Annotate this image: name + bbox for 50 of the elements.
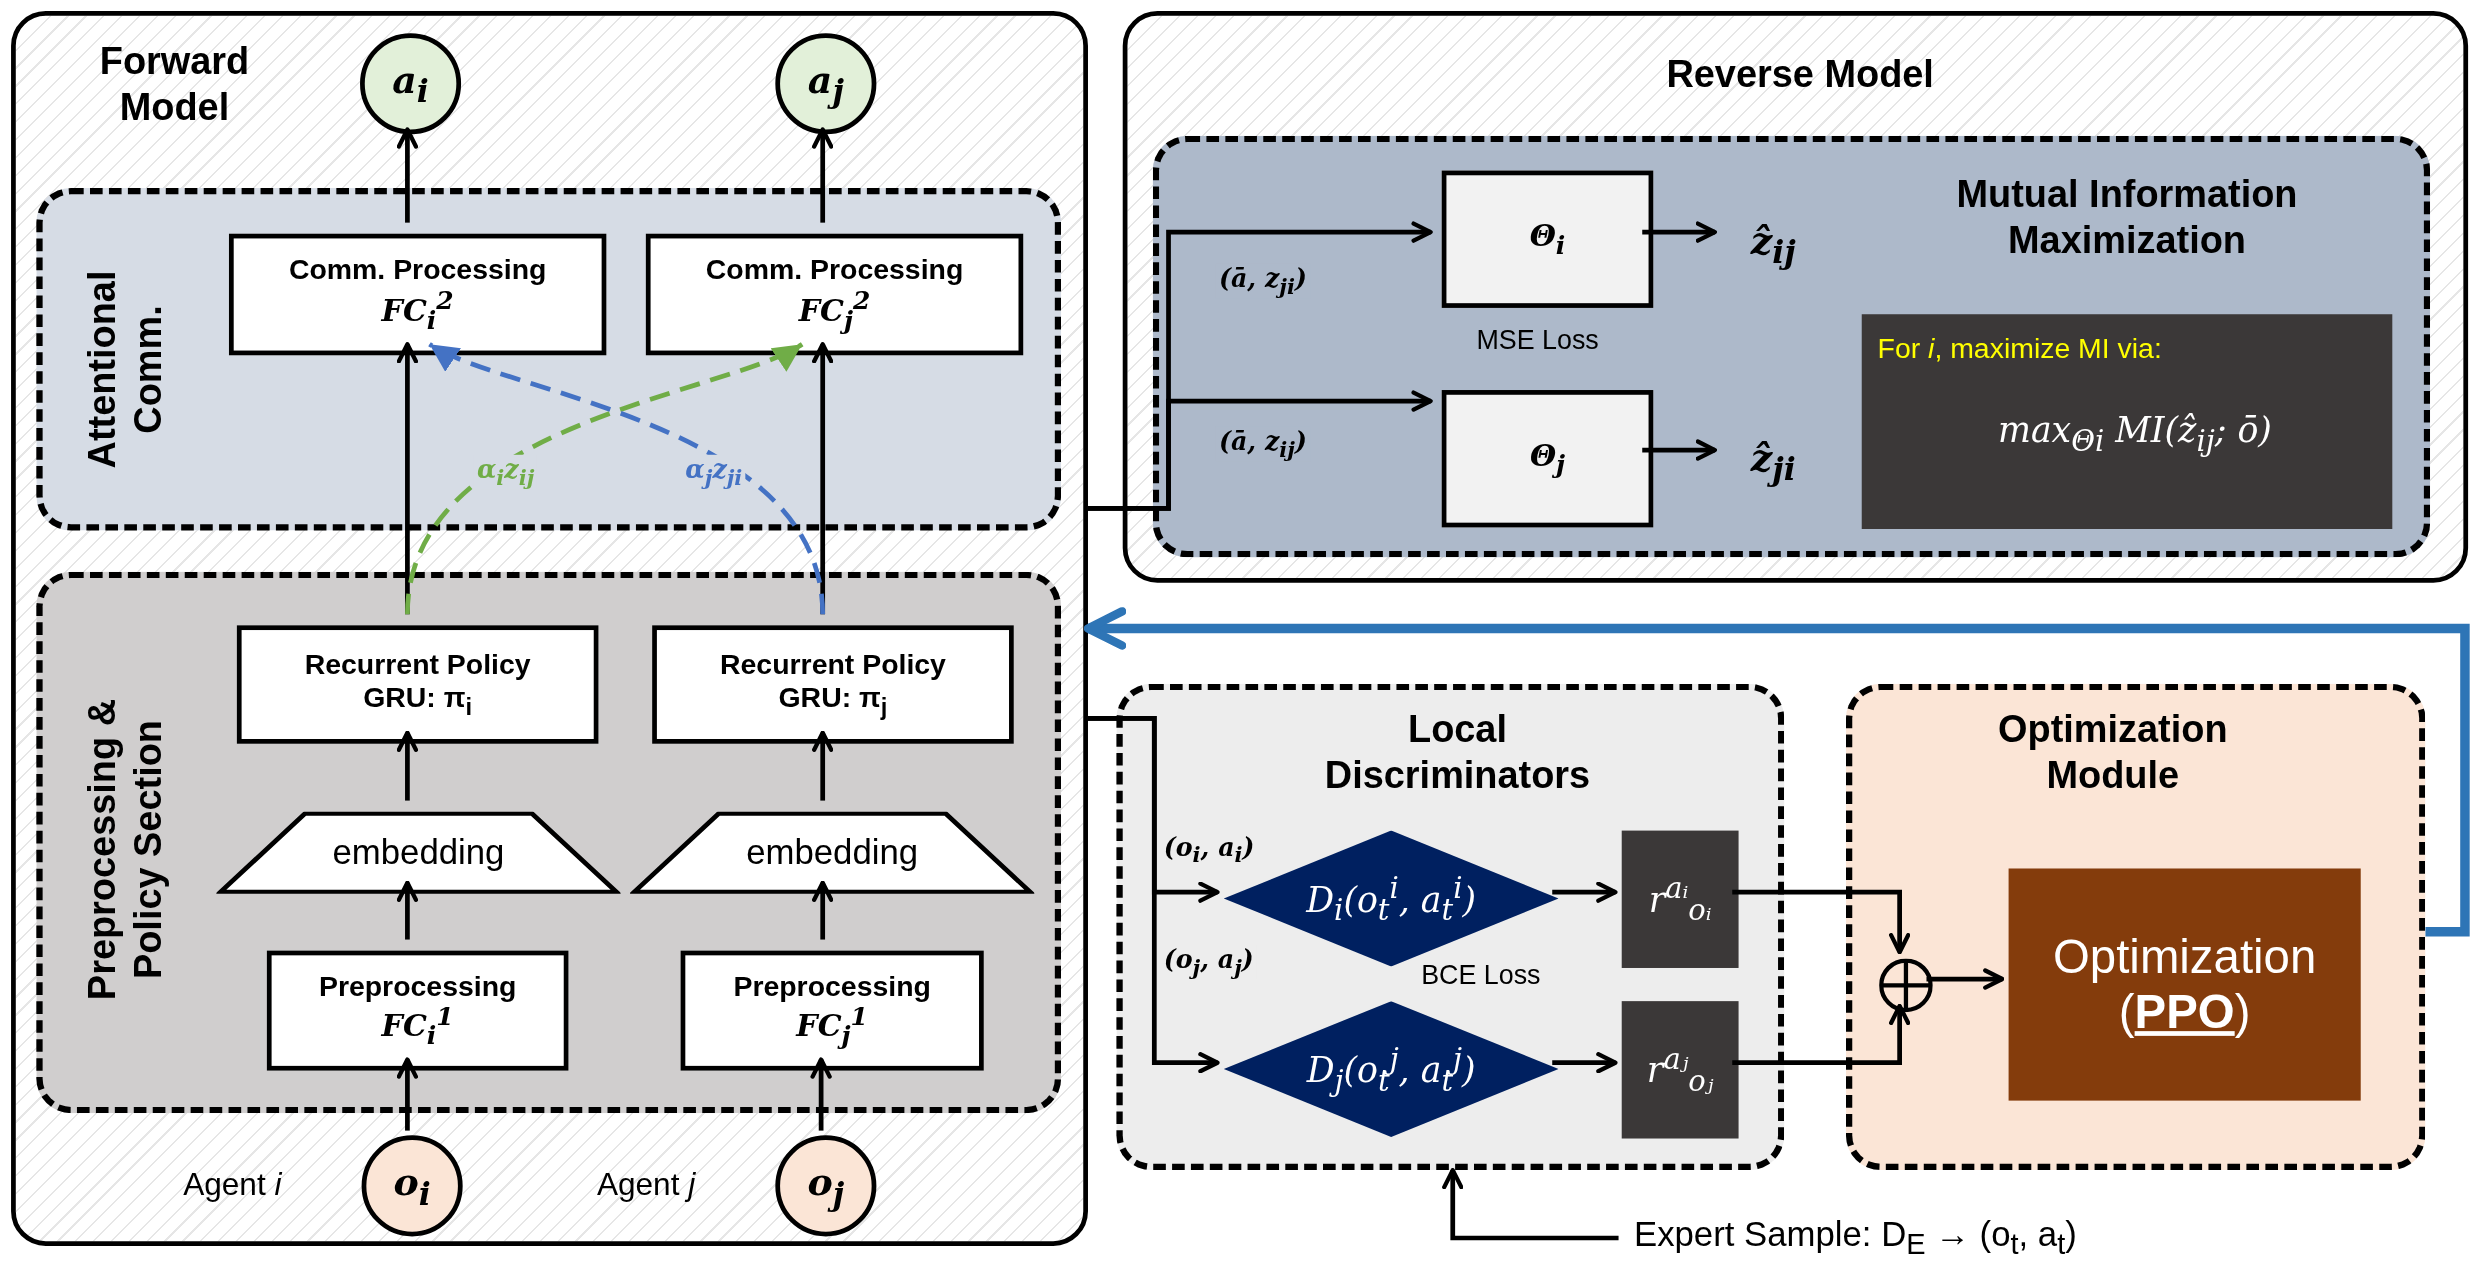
process-box: Θ$_{i}$ — [1441, 170, 1654, 308]
arrow — [1732, 1003, 1911, 1066]
arrow — [812, 880, 834, 940]
section-title: Forward Model — [98, 39, 251, 130]
arrow — [396, 1057, 419, 1131]
process-box: Recurrent Policy GRU: π$_{i}$ — [236, 625, 599, 744]
circle-node: a$_{i}$ — [360, 33, 462, 135]
section-panel — [11, 11, 1088, 1246]
section-panel — [36, 187, 1062, 531]
section-panel — [1845, 683, 2426, 1171]
process-box: Θ$_{j}$ — [1441, 390, 1654, 528]
agent-label: Agent i — [183, 1166, 282, 1204]
agent-label: Agent j — [596, 1166, 696, 1204]
summation-circle — [1879, 958, 1933, 1013]
formula-box: For i, maximize MI via: max$_{Θi}$ MI(ẑ$_{ij}$; ō) — [1861, 314, 2393, 529]
arrow — [1642, 439, 1717, 461]
arrow — [812, 127, 834, 223]
arrow — [396, 127, 419, 223]
arrow — [1642, 221, 1717, 243]
section-panel — [1152, 135, 2431, 558]
math-label: ẑ$_{ij}$ — [1725, 213, 1821, 277]
trapezoid-box: embedding — [216, 811, 621, 894]
section-title: Mutual Information Maximization — [1955, 172, 2299, 263]
circle-node: a$_{j}$ — [775, 33, 877, 135]
arrow — [396, 730, 419, 801]
process-box: Optimization (PPO) — [2008, 868, 2361, 1101]
section-title: Local Discriminators — [1323, 707, 1592, 798]
arrow — [1088, 716, 1220, 1074]
section-panel — [36, 571, 1062, 1114]
arrow — [396, 880, 419, 940]
section-panel — [1122, 11, 2469, 583]
arrow — [1088, 390, 1433, 511]
text-label: Expert Sample: D$_{E}$ → (o$_{t}$, a$_{t}$) — [1618, 1212, 2093, 1264]
process-box: Recurrent Policy GRU: π$_{j}$ — [652, 625, 1014, 744]
math-label: ẑ$_{ji}$ — [1725, 429, 1821, 493]
trapezoid-box: embedding — [630, 811, 1035, 894]
arrow — [1552, 1052, 1618, 1074]
arrow — [812, 730, 834, 801]
loss-label: MSE Loss — [1476, 325, 1599, 357]
circle-node: o$_{j}$ — [775, 1135, 877, 1237]
section-title: Reverse Model — [1665, 52, 1935, 97]
section-title: Optimization Module — [1997, 707, 2229, 798]
circle-node: o$_{i}$ — [361, 1135, 463, 1237]
section-panel — [1116, 683, 1785, 1171]
arrow — [1732, 889, 1911, 955]
section-title: Attentional Comm. — [79, 269, 170, 471]
decision-diamond: D$_{j}$(o$_{t}$$^{j}$, a$_{t}$$^{j}$) — [1223, 1001, 1559, 1137]
section-title: Preprocessing & Policy Section — [79, 697, 170, 1003]
arrow — [810, 1057, 832, 1131]
arrow — [1552, 881, 1618, 903]
